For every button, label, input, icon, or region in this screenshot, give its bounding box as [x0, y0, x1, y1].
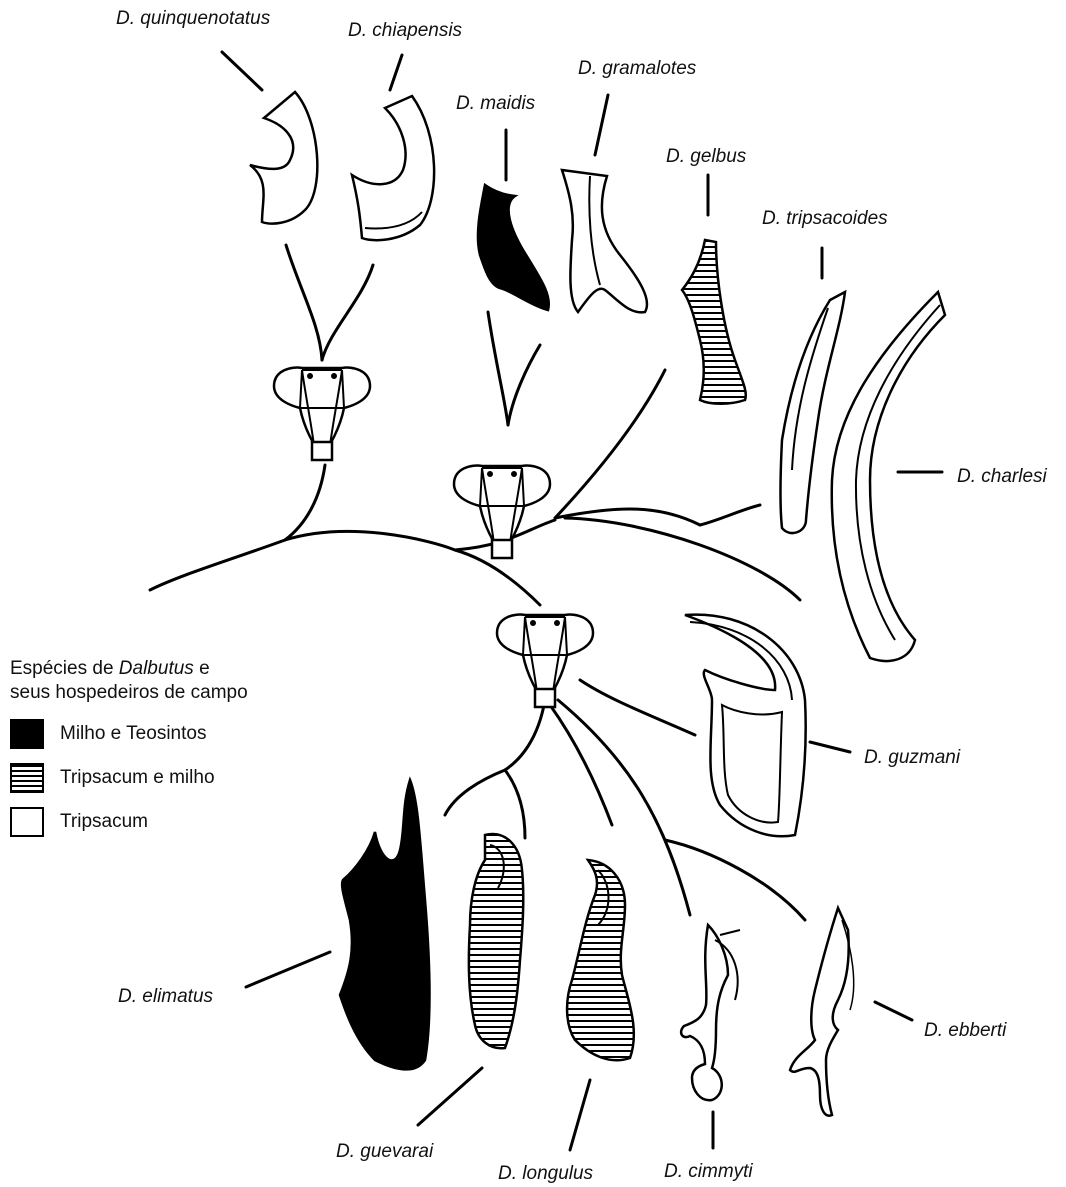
gramalotes-shape [562, 170, 647, 312]
legend-item-empty: Tripsacum [10, 807, 248, 837]
legend-title-pre: Espécies de [10, 658, 119, 679]
label-guevarai: D. guevarai [336, 1141, 433, 1163]
legend-title: Espécies de Dalbutus e seus hospedeiros … [10, 657, 248, 705]
maidis-shape [478, 185, 549, 310]
guevarai-shape [469, 834, 523, 1048]
label-longulus: D. longulus [498, 1163, 593, 1185]
label-ebberti: D. ebberti [924, 1020, 1006, 1042]
legend-label-solid: Milho e Teosintos [60, 723, 206, 745]
longulus-shape [567, 860, 634, 1060]
node-head-1 [274, 368, 370, 460]
label-quinquenotatus: D. quinquenotatus [116, 8, 270, 30]
legend-item-striped: Tripsacum e milho [10, 763, 248, 793]
quinquenotatus-shape [250, 92, 317, 224]
node-head-2 [454, 466, 550, 558]
legend-title-line2: seus hospedeiros de campo [10, 682, 248, 703]
label-tripsacoides: D. tripsacoides [762, 208, 888, 230]
legend-swatch-solid [10, 719, 44, 749]
charlesi-shape [832, 292, 945, 661]
legend-swatch-striped [10, 763, 44, 793]
label-elimatus: D. elimatus [118, 986, 213, 1008]
legend-swatch-empty [10, 807, 44, 837]
label-charlesi: D. charlesi [957, 466, 1047, 488]
node-head-3 [497, 615, 593, 707]
label-gelbus: D. gelbus [666, 146, 746, 168]
guzmani-shape [685, 615, 806, 837]
gelbus-shape [682, 240, 746, 404]
legend-label-striped: Tripsacum e milho [60, 767, 215, 789]
cimmyti-shape [681, 925, 728, 1100]
ebberti-shape [790, 908, 849, 1116]
legend-title-post: e [194, 658, 210, 679]
label-gramalotes: D. gramalotes [578, 58, 696, 80]
label-cimmyti: D. cimmyti [664, 1161, 753, 1183]
elimatus-shape [340, 780, 430, 1069]
chiapensis-shape [352, 96, 434, 240]
label-maidis: D. maidis [456, 93, 535, 115]
legend: Espécies de Dalbutus e seus hospedeiros … [10, 657, 248, 837]
legend-title-genus: Dalbutus [119, 658, 194, 679]
legend-label-empty: Tripsacum [60, 811, 148, 833]
label-chiapensis: D. chiapensis [348, 20, 462, 42]
label-guzmani: D. guzmani [864, 747, 960, 769]
legend-item-solid: Milho e Teosintos [10, 719, 248, 749]
